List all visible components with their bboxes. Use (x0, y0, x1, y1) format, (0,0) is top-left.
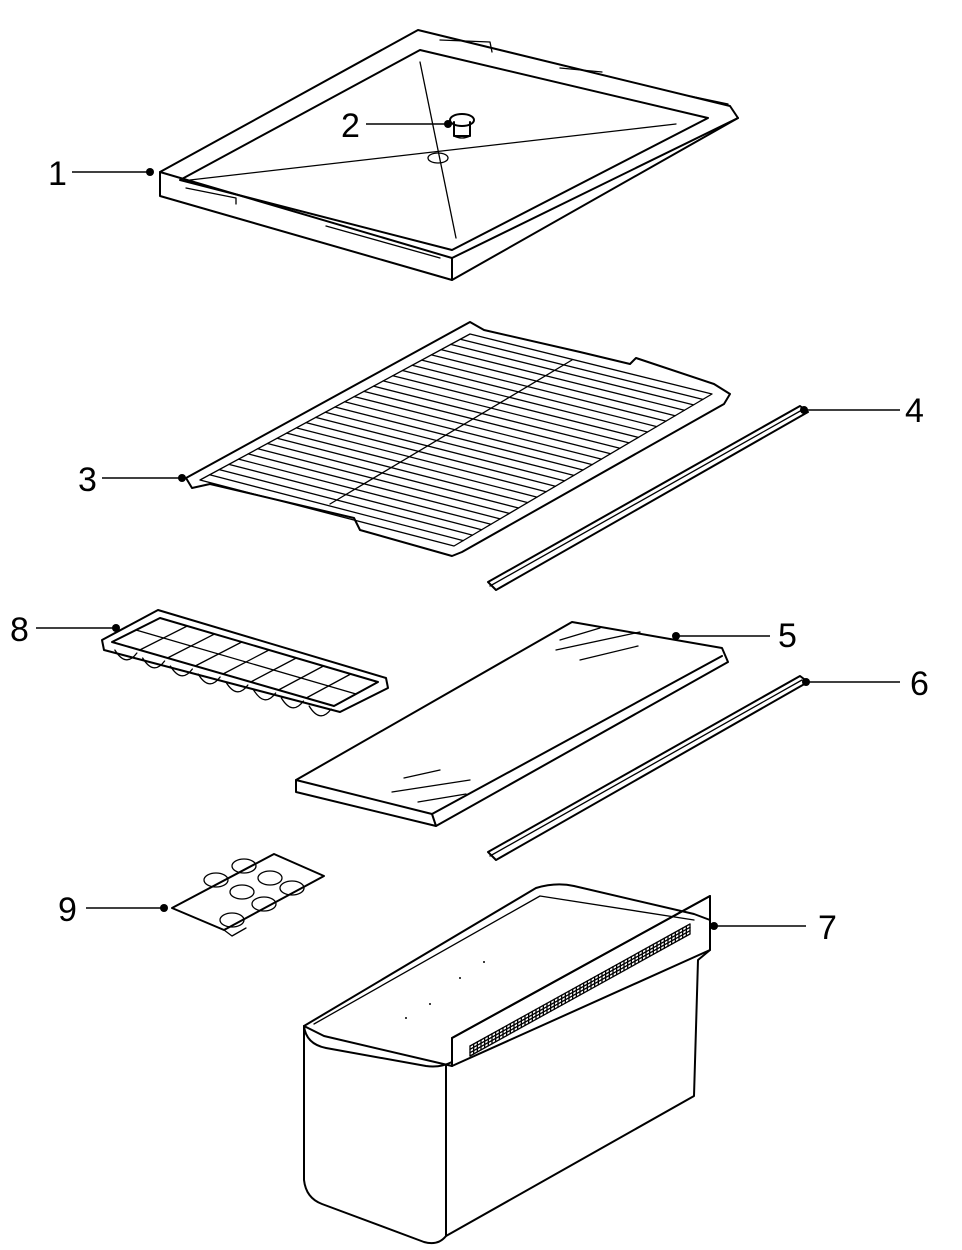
part-8-ice-tray (101, 609, 389, 717)
part-7-crisper-bin (303, 883, 711, 1245)
svg-text:1: 1 (48, 155, 67, 193)
callout-2: 2 (341, 107, 452, 145)
svg-text:6: 6 (910, 665, 929, 703)
svg-text:3: 3 (78, 461, 97, 499)
callout-9: 9 (58, 891, 168, 929)
part-2-plug (449, 113, 475, 139)
part-1-tray (159, 29, 739, 281)
svg-text:5: 5 (778, 617, 797, 655)
callout-8: 8 (10, 611, 120, 649)
part-4-rail (487, 405, 809, 591)
callout-7: 7 (710, 909, 837, 947)
svg-text:4: 4 (905, 392, 924, 430)
svg-text:2: 2 (341, 107, 360, 145)
callout-1: 1 (48, 155, 154, 193)
svg-text:8: 8 (10, 611, 29, 649)
callout-5: 5 (672, 617, 797, 655)
callout-3: 3 (78, 461, 186, 499)
svg-text:9: 9 (58, 891, 77, 929)
callout-6: 6 (802, 665, 929, 703)
part-3-wire-rack (185, 321, 731, 557)
part-9-egg-tray (171, 853, 325, 937)
svg-text:7: 7 (818, 909, 837, 947)
part-5-glass-shelf (295, 621, 729, 827)
callout-4: 4 (800, 392, 924, 430)
